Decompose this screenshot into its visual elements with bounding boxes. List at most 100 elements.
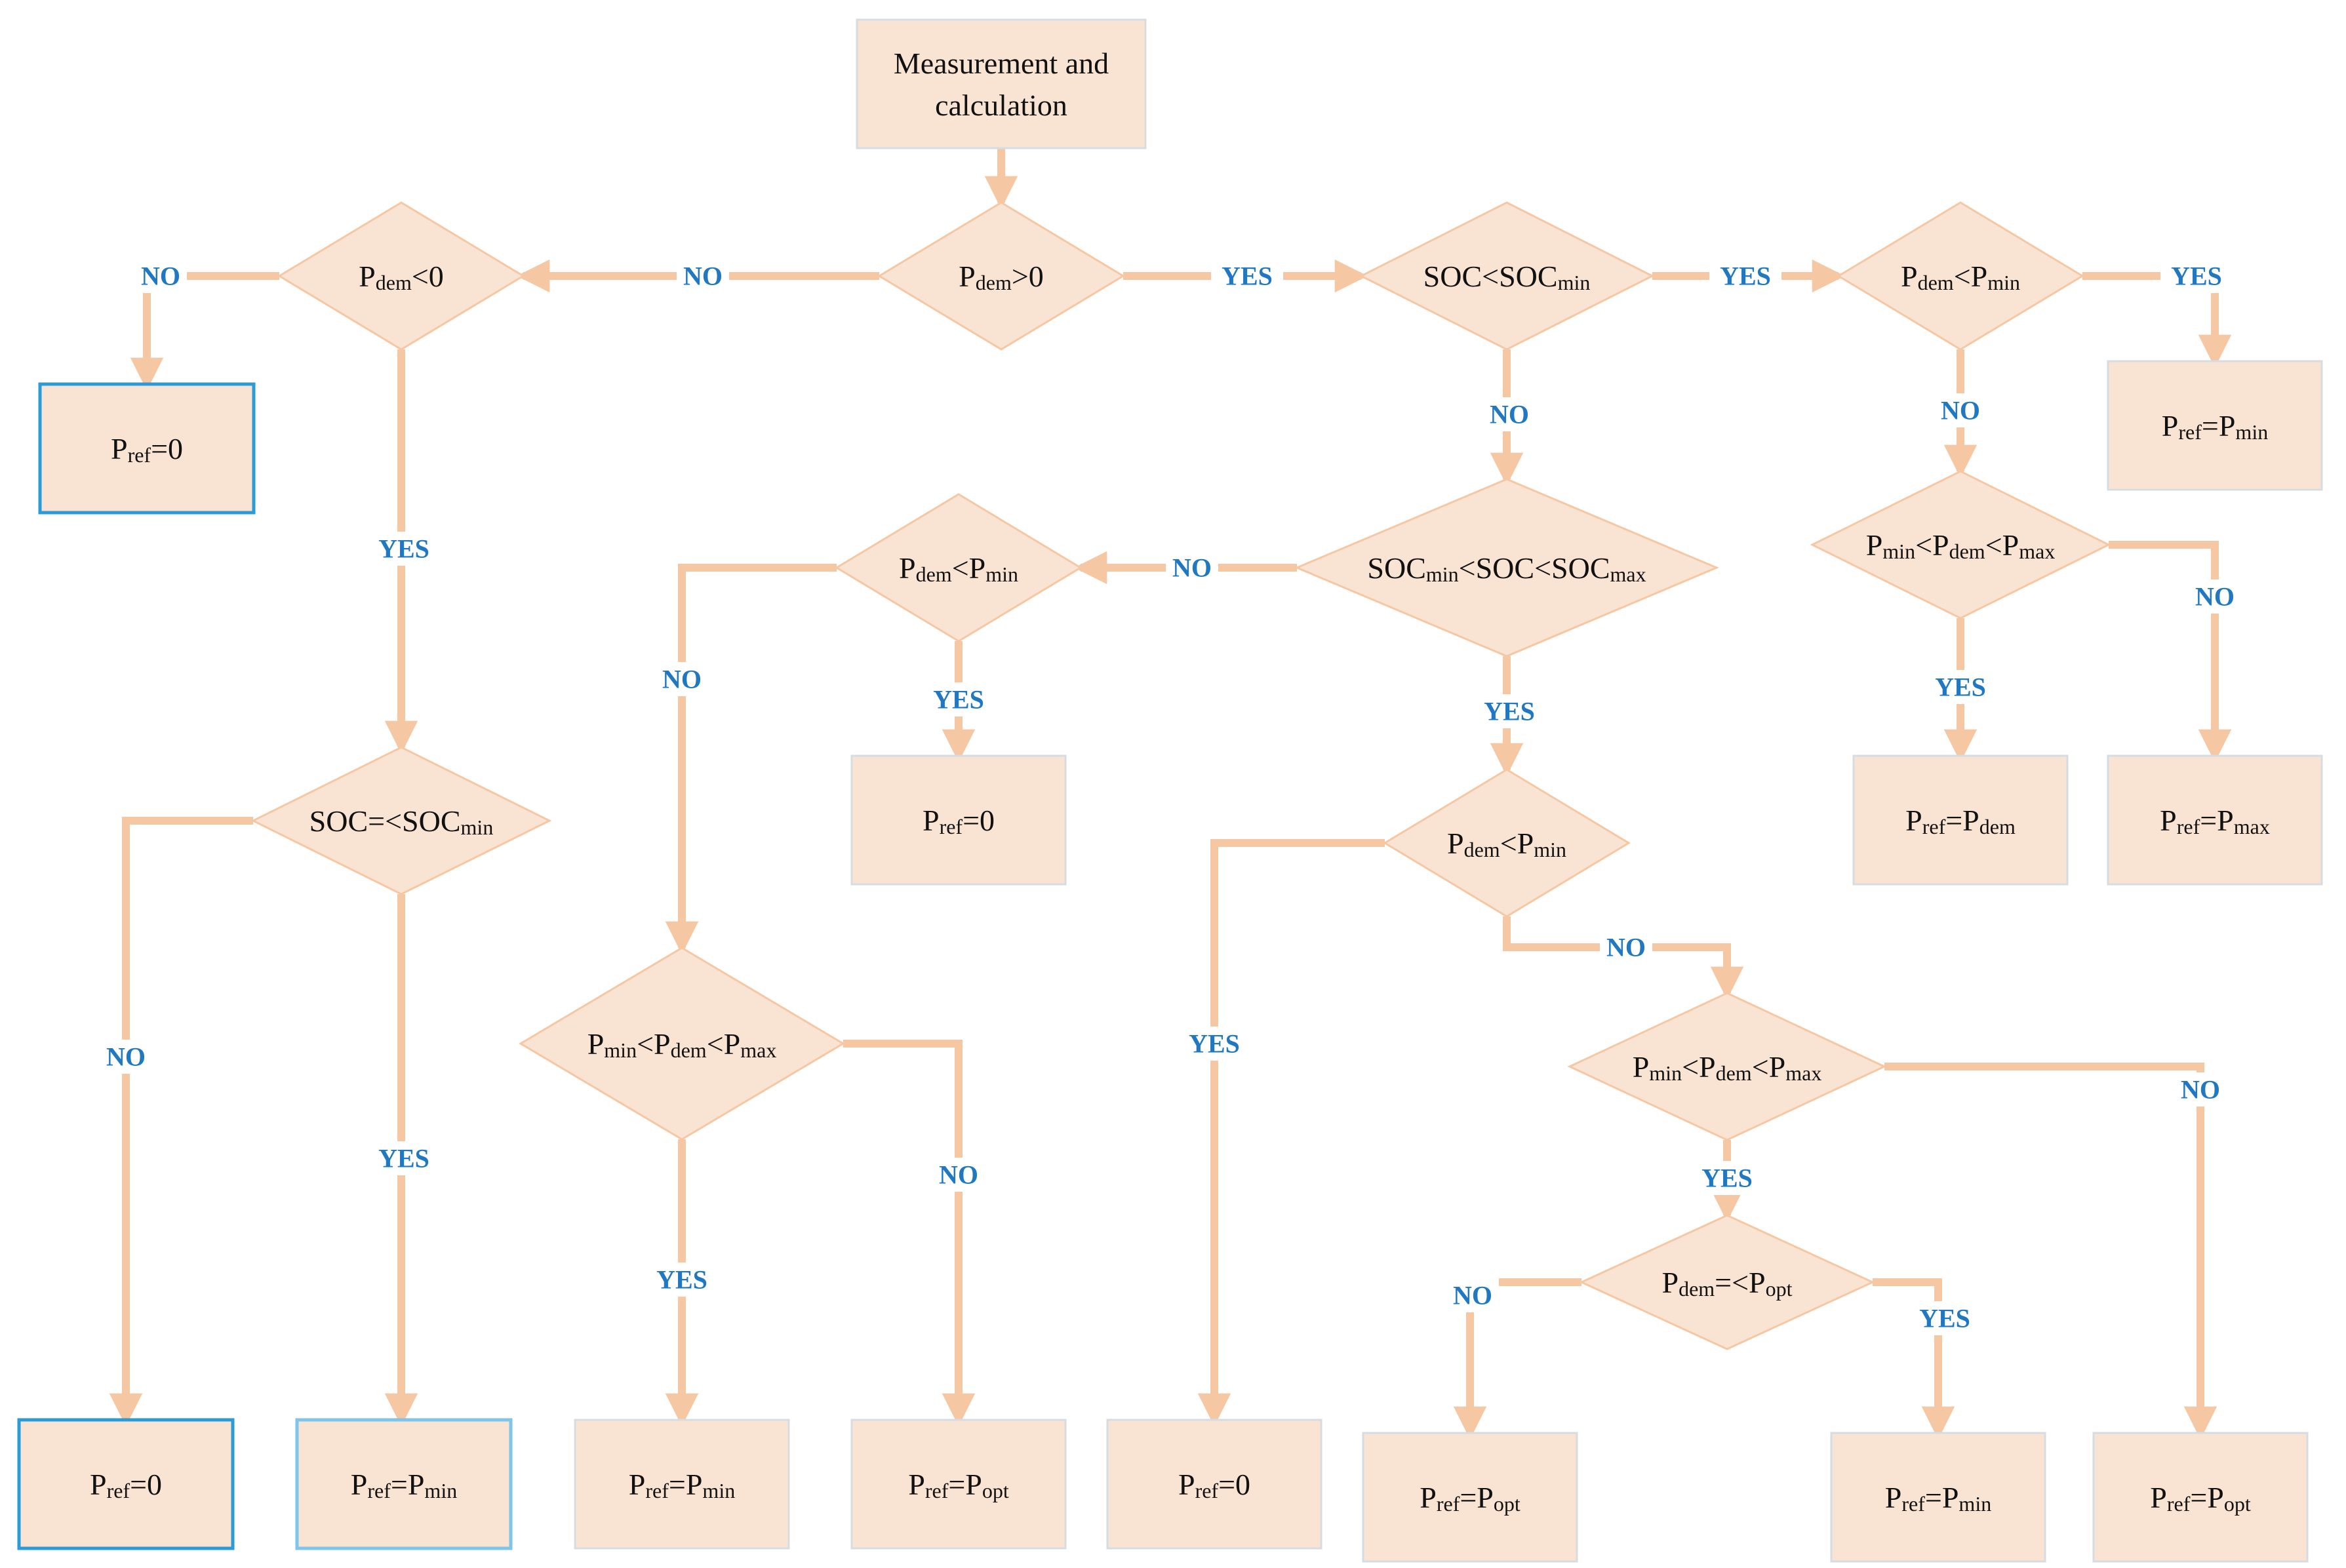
edge-label-no: NO (134, 259, 187, 293)
node-label-segment: SOC<SOC (1423, 260, 1558, 293)
edge-d_range_r-to-b_prefmax_r (2109, 541, 2232, 763)
node-label-subscript: ref (367, 1479, 391, 1502)
decision-node-d-range-r: Pmin<Pdem<Pmax (1810, 470, 2111, 619)
node-label-segment: =P (1460, 1481, 1494, 1514)
edge-label-background (368, 1141, 440, 1175)
edge-label-no: NO (677, 259, 729, 293)
process-node-b-prefmin-bl: Pref=Pmin (295, 1418, 513, 1550)
node-label-subscript: max (1785, 1061, 1821, 1085)
process-box (2107, 360, 2323, 491)
decision-diamond (1359, 201, 1655, 351)
edge-label-text: NO (1490, 400, 1529, 429)
node-label-segment: =<P (1715, 1266, 1765, 1299)
edge-d_soc_le_min-to-b_pref0_bl (109, 817, 253, 1427)
decision-node-d-range-c: Pmin<Pdem<Pmax (1567, 992, 1887, 1141)
node-label-segment: P (908, 1468, 925, 1501)
node-label-subscript: ref (1195, 1479, 1219, 1502)
edge-label-yes: YES (1691, 1161, 1763, 1195)
edge-label-background (923, 682, 995, 716)
node-label: Pmin<Pdem<Pmax (587, 1027, 777, 1063)
edge-label-background (1446, 1278, 1499, 1312)
edge-label-yes: YES (923, 682, 995, 716)
node-label: Pdem<Pmin (1447, 827, 1566, 862)
process-node-b-prefmin-m: Pref=Pmin (574, 1419, 790, 1550)
node-label-segment: =0 (1218, 1468, 1250, 1501)
decision-diamond (1383, 768, 1631, 918)
node-label-subscript: dem (1918, 271, 1954, 294)
node-label-segment: <P (1915, 528, 1949, 562)
edge-label-yes: YES (1924, 670, 1997, 704)
node-label-segment: =P (2202, 409, 2236, 442)
node-label-subscript: min (1987, 271, 2020, 294)
node-label-subscript: min (985, 562, 1018, 586)
edge-label-no: NO (1483, 397, 1536, 431)
node-label-subscript: dem (671, 1038, 707, 1062)
node-label-subscript: ref (2177, 815, 2200, 838)
process-node-b-prefdem-r: Pref=Pdem (1852, 755, 2069, 886)
edge-label-background (1600, 930, 1652, 964)
process-box (38, 382, 256, 515)
edge-label-yes: YES (646, 1263, 718, 1297)
node-label: Pref=0 (90, 1468, 162, 1503)
node-label-segment: <P (637, 1027, 671, 1061)
decision-node-d-pdem-le-popt: Pdem=<Popt (1579, 1214, 1875, 1350)
edge-label-text: YES (378, 1144, 429, 1173)
node-label: Pmin<Pdem<Pmax (1633, 1050, 1822, 1086)
node-label: Pref=Pmin (2162, 409, 2268, 444)
edge-label-background (2189, 579, 2241, 614)
edge-label-no: NO (100, 1040, 152, 1074)
edge-label-background (1934, 393, 1987, 427)
node-label: Measurement and (894, 47, 1109, 80)
node-label-segment: calculation (935, 88, 1067, 122)
edge-label-text: NO (2181, 1075, 2220, 1105)
edge-label-text: YES (1935, 673, 1986, 702)
edge-label-no: NO (1934, 393, 1987, 427)
node-label-subscript: opt (2224, 1492, 2251, 1516)
node-label-segment: =0 (963, 804, 995, 837)
node-label: Pref=Pdem (1905, 804, 2016, 839)
edge-label-yes: YES (368, 532, 440, 566)
node-label: Pref=Popt (2150, 1481, 2251, 1516)
decision-diamond (835, 493, 1083, 642)
edge-label-background (1166, 551, 1218, 585)
edge-label-text: YES (378, 534, 429, 564)
node-label-segment: <P (1954, 260, 1988, 293)
node-label-subscript: dem (976, 271, 1012, 294)
decision-node-d-soc-lt-min: SOC<SOCmin (1359, 201, 1655, 351)
node-label-subscript: opt (1494, 1492, 1521, 1516)
process-node-b-pref0-c: Pref=0 (1106, 1419, 1322, 1550)
node-label-segment: P (2162, 409, 2179, 442)
decision-node-d-pdem-lt-pmin-c: Pdem<Pmin (1383, 768, 1631, 918)
edge-label-text: YES (1484, 697, 1535, 726)
process-box (1852, 755, 2069, 886)
edge-label-background (677, 259, 729, 293)
node-label-segment: =P (2200, 804, 2234, 837)
node-label-segment: P (2150, 1481, 2167, 1514)
node-label-subscript: ref (107, 1479, 130, 1502)
edge-d_range_m-to-b_prefopt_m (843, 1040, 976, 1427)
node-label-subscript: max (740, 1038, 776, 1062)
process-node-b-pref0-bl: Pref=0 (17, 1418, 235, 1550)
node-label-segment: <P (1500, 827, 1534, 860)
node-label-segment: <P (707, 1027, 741, 1061)
node-label-subscript: ref (1901, 1492, 1925, 1516)
edge-label-yes: YES (1211, 259, 1283, 293)
node-label-subscript: dem (1979, 815, 2016, 838)
node-label-subscript: opt (1766, 1277, 1793, 1301)
node-label-segment: <SOC<SOC (1459, 551, 1610, 585)
process-node-b-prefmin-r: Pref=Pmin (2107, 360, 2323, 491)
edge-label-background (1691, 1161, 1763, 1195)
edge-label-background (1483, 397, 1536, 431)
node-label: Pdem=<Popt (1661, 1266, 1792, 1301)
edge-label-no: NO (1600, 930, 1652, 964)
nodes-layer: Measurement andcalculationPdem>0Pdem<0Pr… (17, 18, 2323, 1563)
edge-label-yes: YES (1178, 1027, 1250, 1061)
decision-diamond (877, 201, 1125, 351)
node-label-segment: P (1420, 1481, 1437, 1514)
decision-node-d-soc-le-min: SOC=<SOCmin (250, 746, 552, 895)
node-label-segment: P (629, 1468, 646, 1501)
node-label-segment: P (1633, 1050, 1650, 1084)
node-label-segment: Measurement and (894, 47, 1109, 80)
edge-label-background (932, 1158, 985, 1192)
node-label-segment: <P (1752, 1050, 1786, 1084)
